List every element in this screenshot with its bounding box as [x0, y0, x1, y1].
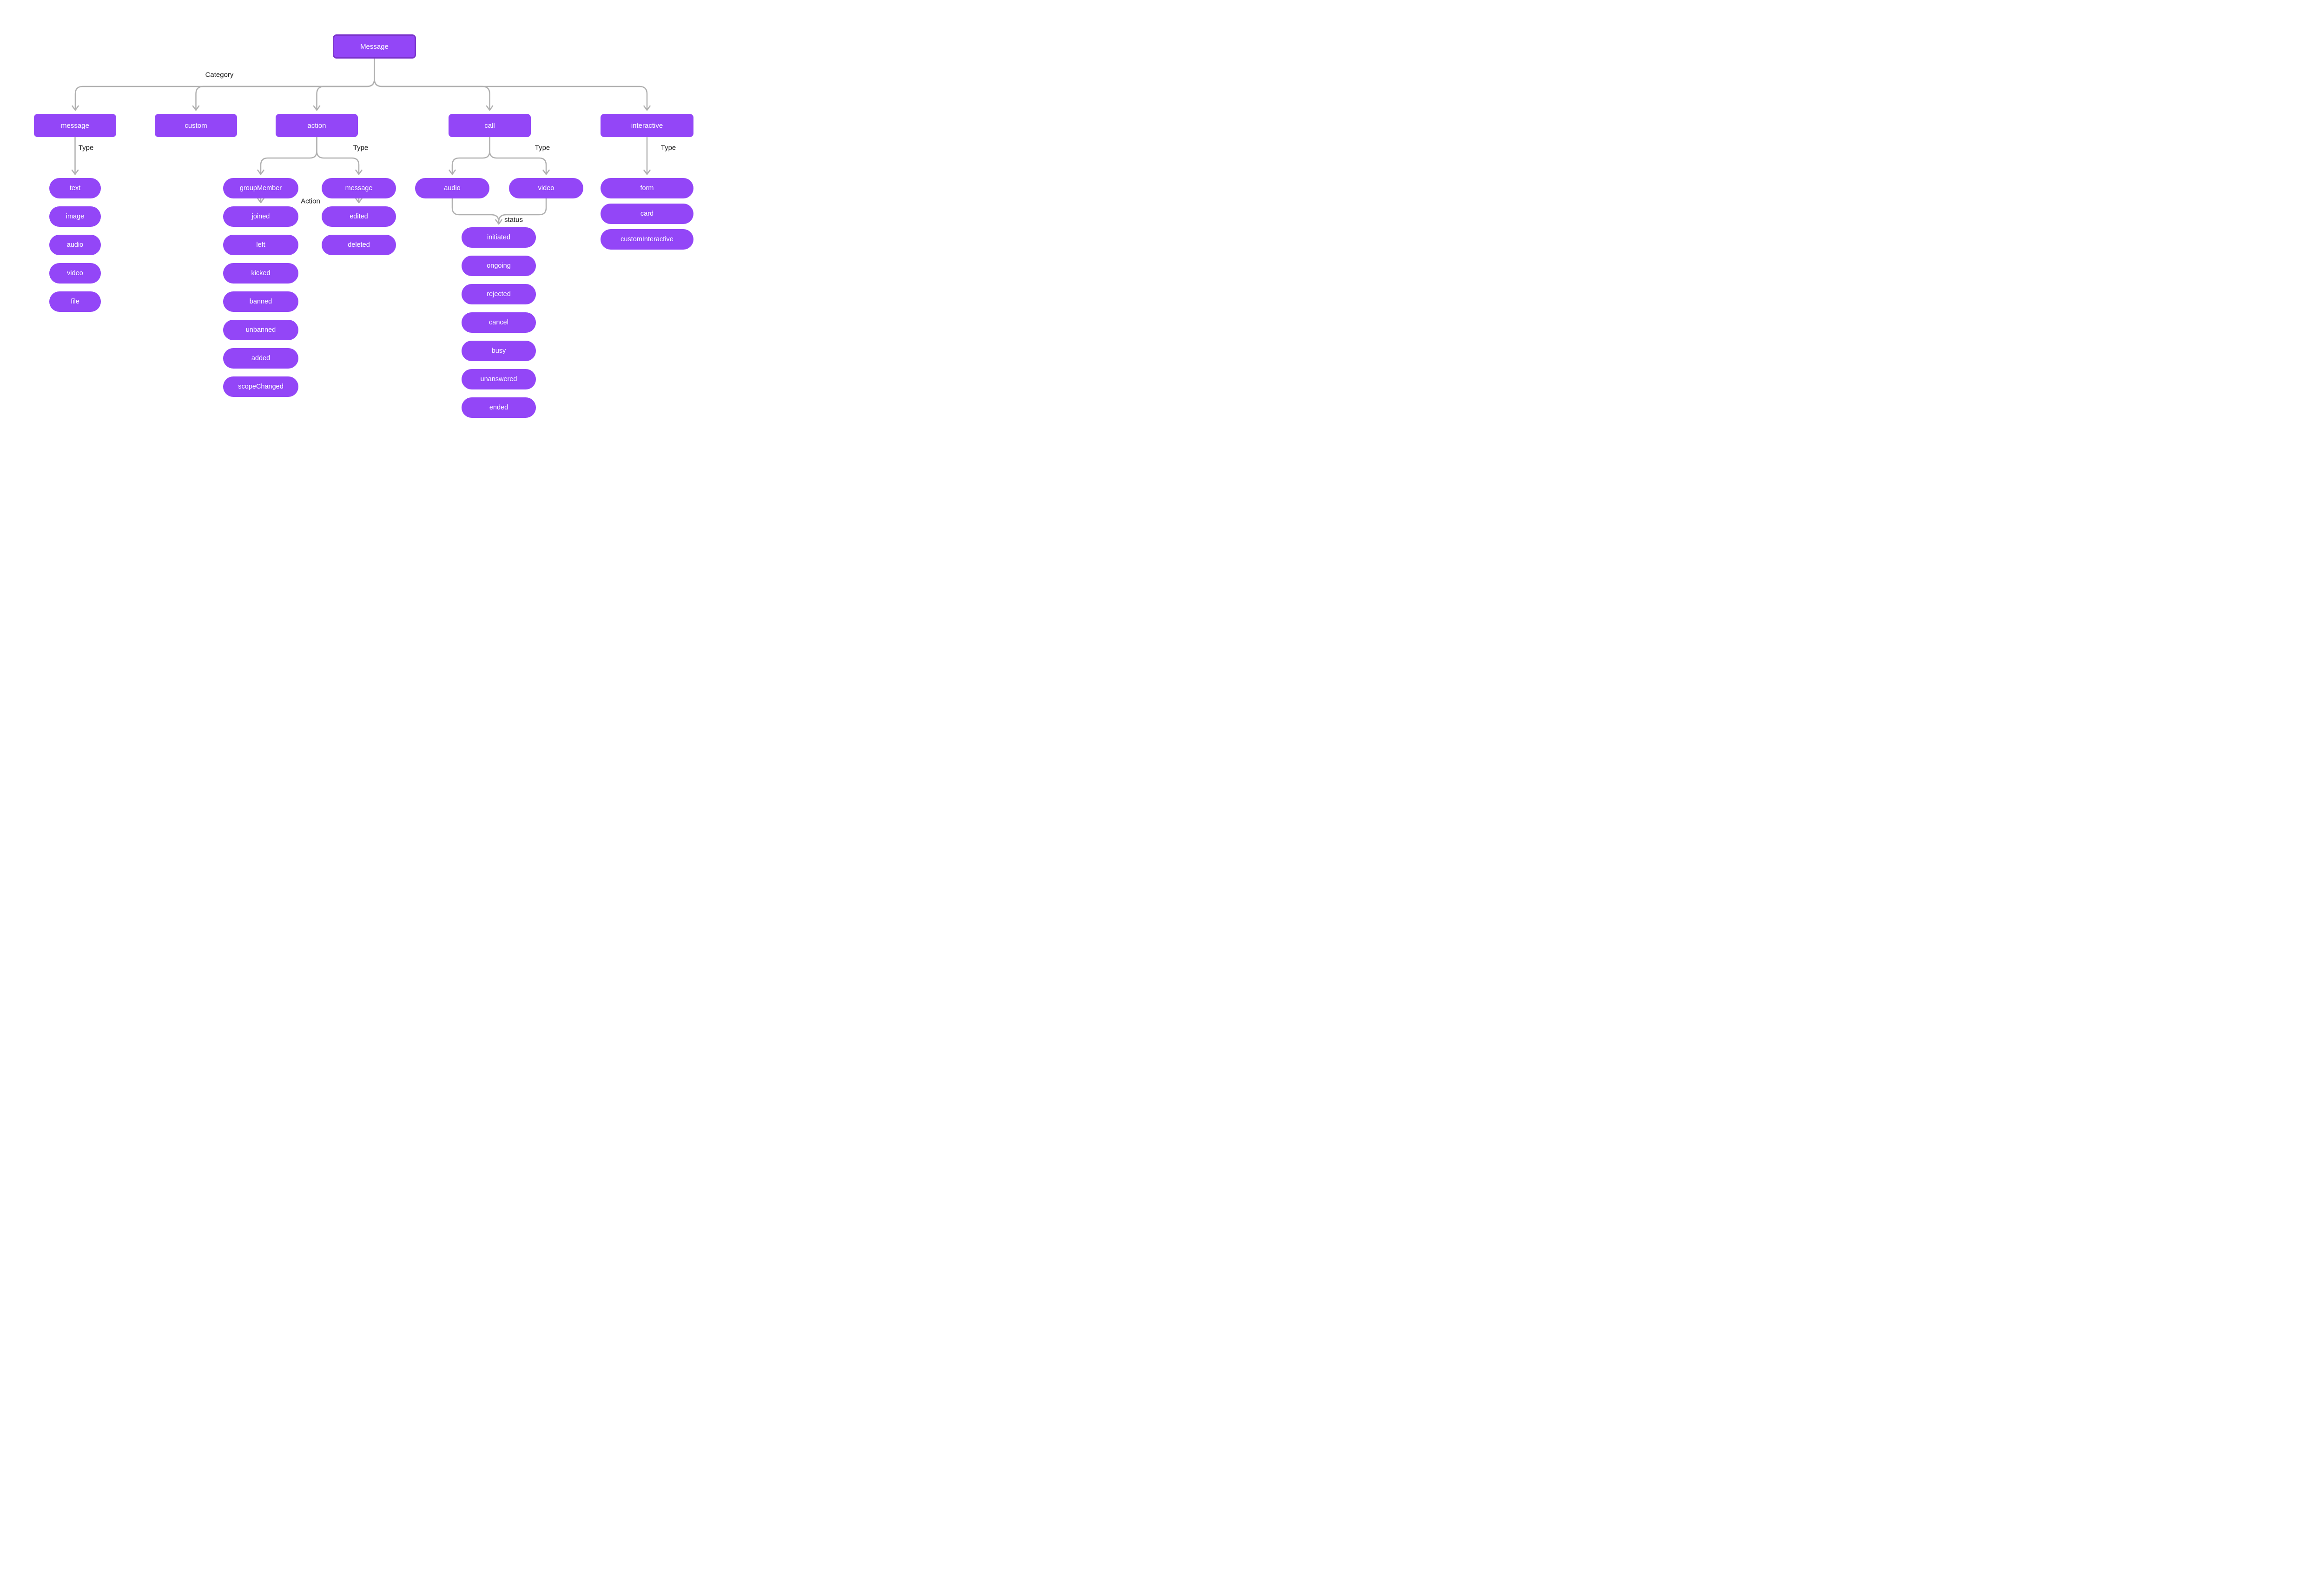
node-action-message[interactable]: message: [322, 178, 396, 198]
node-action-scopechanged[interactable]: scopeChanged: [223, 376, 298, 397]
node-status-unanswered[interactable]: unanswered: [462, 369, 536, 389]
edge-action-to-groupmember: [257, 137, 317, 175]
node-category-interactive[interactable]: interactive: [601, 114, 693, 137]
edge-label-type-call: Type: [535, 144, 550, 152]
edge-label-type-message: Type: [78, 144, 94, 152]
edge-label-action: Action: [301, 197, 320, 205]
node-category-action[interactable]: action: [276, 114, 358, 137]
node-action-kicked[interactable]: kicked: [223, 263, 298, 284]
edge-call-to-video: [489, 137, 550, 175]
node-message-root[interactable]: Message: [333, 34, 416, 59]
connector-layer: [71, 59, 651, 225]
edge-action-to-message-type: [316, 137, 363, 175]
node-action-unbanned[interactable]: unbanned: [223, 320, 298, 340]
edge-video-to-status: [498, 198, 547, 224]
node-type-image[interactable]: image: [49, 206, 101, 227]
node-action-edited[interactable]: edited: [322, 206, 396, 227]
diagram-canvas: Message message custom action call inter…: [0, 0, 729, 453]
node-type-video[interactable]: video: [49, 263, 101, 284]
node-interactive-custominteractive[interactable]: customInteractive: [601, 229, 693, 250]
edge-label-type-action: Type: [353, 144, 369, 152]
node-interactive-form[interactable]: form: [601, 178, 693, 198]
edge-root-to-custom-category: [192, 59, 375, 111]
node-category-custom[interactable]: custom: [155, 114, 237, 137]
node-action-joined[interactable]: joined: [223, 206, 298, 227]
node-call-video[interactable]: video: [509, 178, 583, 198]
node-call-audio[interactable]: audio: [415, 178, 489, 198]
edge-root-to-call-category: [374, 59, 494, 111]
edge-label-category: Category: [205, 71, 234, 79]
node-type-file[interactable]: file: [49, 291, 101, 312]
node-status-busy[interactable]: busy: [462, 341, 536, 361]
node-action-left[interactable]: left: [223, 235, 298, 255]
node-type-text[interactable]: text: [49, 178, 101, 198]
node-status-cancel[interactable]: cancel: [462, 312, 536, 333]
node-category-call[interactable]: call: [449, 114, 531, 137]
node-status-rejected[interactable]: rejected: [462, 284, 536, 304]
node-action-deleted[interactable]: deleted: [322, 235, 396, 255]
edge-label-status: status: [504, 216, 523, 224]
edge-label-type-interactive: Type: [660, 144, 676, 152]
node-action-banned[interactable]: banned: [223, 291, 298, 312]
node-status-ended[interactable]: ended: [462, 397, 536, 418]
edge-root-to-action-category: [313, 59, 375, 111]
edge-audio-to-status: [451, 198, 502, 225]
node-interactive-card[interactable]: card: [601, 204, 693, 224]
edge-root-to-message-category: [72, 59, 375, 111]
node-status-initiated[interactable]: initiated: [462, 227, 536, 248]
node-action-added[interactable]: added: [223, 348, 298, 369]
node-action-groupmember[interactable]: groupMember: [223, 178, 298, 198]
node-type-audio[interactable]: audio: [49, 235, 101, 255]
edge-root-to-interactive-category: [374, 59, 651, 111]
node-status-ongoing[interactable]: ongoing: [462, 256, 536, 276]
edge-call-to-audio: [449, 137, 490, 175]
node-category-message[interactable]: message: [34, 114, 116, 137]
